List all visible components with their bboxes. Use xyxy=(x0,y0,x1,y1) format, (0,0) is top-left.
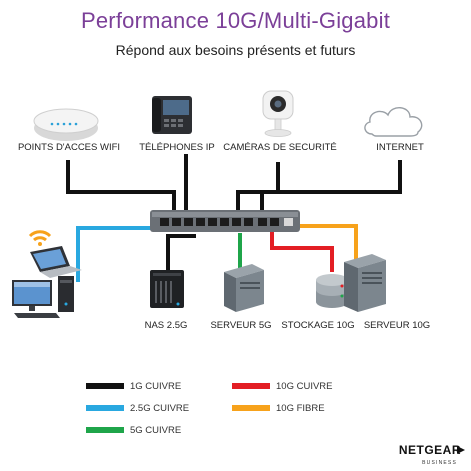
label-nas: NAS 2.5G xyxy=(144,320,188,331)
link-nas-1g xyxy=(166,234,196,272)
storage-10g-icon xyxy=(316,274,348,308)
legend-label-1g-copper: 1G CUIVRE xyxy=(130,381,182,392)
legend-swatch-2g5-copper xyxy=(86,405,124,411)
switch-device xyxy=(150,210,300,232)
ip-phone-icon xyxy=(152,96,192,134)
label-storage-10g: STOCKAGE 10G xyxy=(281,320,355,331)
legend-label-10g-fiber: 10G FIBRE xyxy=(276,403,325,414)
link-storage-10g xyxy=(270,228,334,272)
brand-logo-icon xyxy=(457,446,465,454)
computers-icon xyxy=(12,230,82,318)
link-laptop-2g5 xyxy=(76,226,170,282)
brand-tagline: BUSINESS xyxy=(422,460,457,466)
brand-name: NETGEAR xyxy=(398,443,461,457)
label-cameras: CAMÉRAS DE SECURITÉ xyxy=(223,142,337,153)
legend-swatch-5g-copper xyxy=(86,427,124,433)
server-10g-icon xyxy=(344,254,386,312)
label-phones: TÉLÉPHONES IP xyxy=(139,142,215,153)
legend-swatch-10g-copper xyxy=(232,383,270,389)
label-server-5g: SERVEUR 5G xyxy=(210,320,272,331)
legend xyxy=(86,383,270,433)
cloud-icon xyxy=(364,107,423,137)
label-wifi: POINTS D'ACCES WIFI xyxy=(17,142,121,153)
link-cameras-1g xyxy=(236,162,280,222)
wifi-access-point-icon xyxy=(33,108,99,141)
diagram-title: Performance 10G/Multi-Gigabit xyxy=(80,8,391,33)
security-camera-icon xyxy=(262,90,294,137)
server-5g-icon xyxy=(224,264,264,312)
wifi-signal-icon xyxy=(28,230,52,246)
legend-label-5g-copper: 5G CUIVRE xyxy=(130,425,182,436)
link-server10g-fiber xyxy=(292,224,358,260)
link-wifi-1g xyxy=(66,160,176,222)
legend-swatch-1g-copper xyxy=(86,383,124,389)
legend-label-10g-copper: 10G CUIVRE xyxy=(276,381,333,392)
legend-label-2g5-copper: 2.5G CUIVRE xyxy=(130,403,190,414)
legend-swatch-10g-fiber xyxy=(232,405,270,411)
label-internet: INTERNET xyxy=(376,142,424,153)
diagram-subtitle: Répond aux besoins présents et futurs xyxy=(115,42,356,58)
link-internet-1g xyxy=(260,160,402,222)
label-server-10g: SERVEUR 10G xyxy=(363,320,431,331)
nas-icon xyxy=(150,270,184,308)
